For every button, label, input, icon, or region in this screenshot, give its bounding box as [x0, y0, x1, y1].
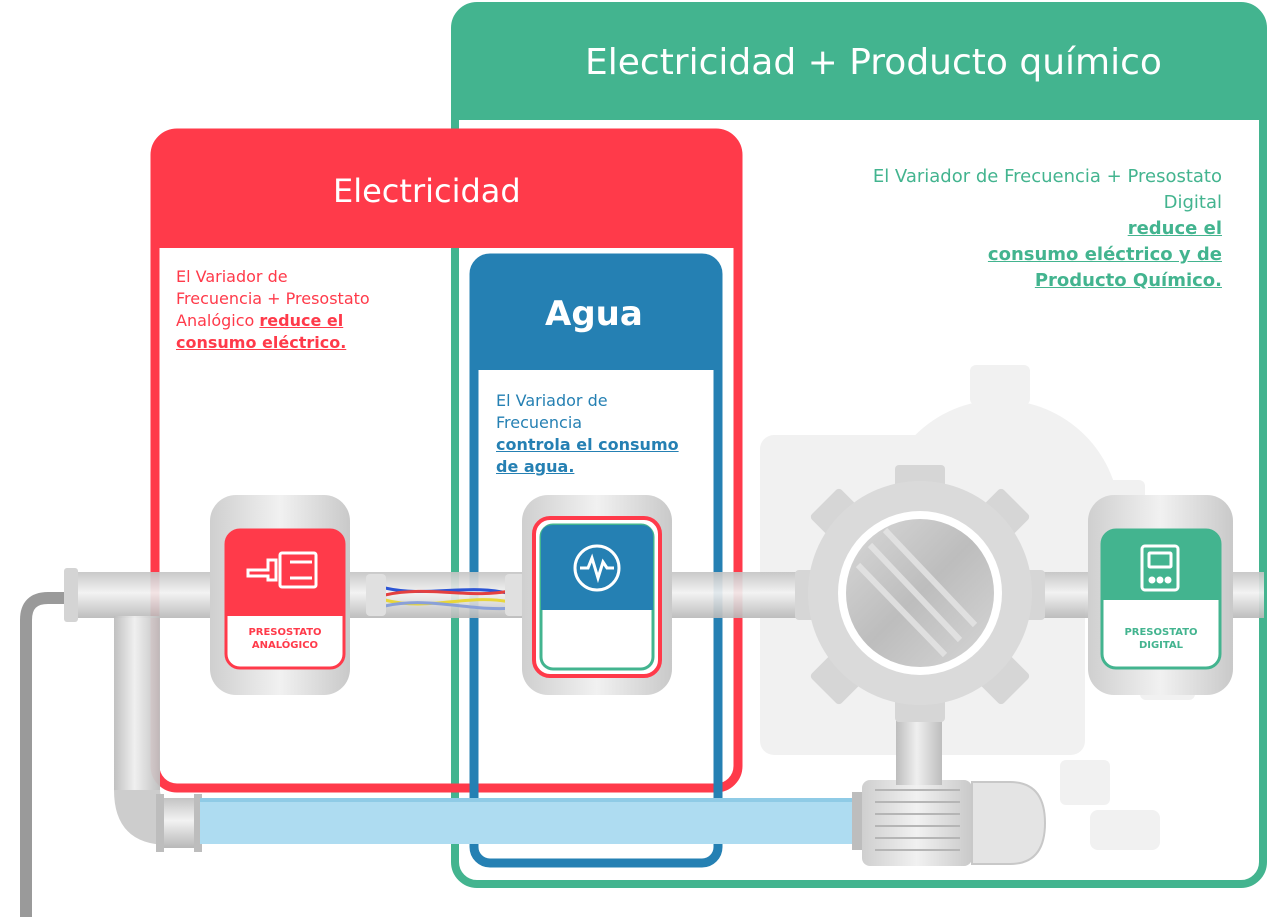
electricity-desc-line-3: Analógico	[176, 311, 255, 330]
electricity-panel-title: Electricidad	[333, 172, 521, 210]
water-description: El Variador de Frecuencia controla el co…	[496, 390, 706, 478]
water-desc-line-2: Frecuencia	[496, 413, 583, 432]
electricity-desc-bold-1: reduce el	[259, 311, 344, 330]
vfd-label-line-2: FRECUENCIA	[561, 636, 633, 647]
electricity-desc-line-1: El Variador de	[176, 267, 288, 286]
digital-pressure-switch	[1088, 495, 1233, 695]
chemical-description: El Variador de Frecuencia + Presostato D…	[840, 164, 1222, 294]
analog-label-line-1: PRESOSTATO	[248, 627, 322, 638]
analog-label-line-2: ANALÓGICO	[251, 640, 319, 651]
electricity-description: El Variador de Frecuencia + Presostato A…	[176, 266, 436, 354]
drain-pipe	[20, 592, 70, 917]
vfd-label-line-1: VARIADOR	[567, 623, 627, 634]
digital-label-line-2: DIGITAL	[1138, 640, 1184, 651]
chemical-desc-bold-1: reduce el	[1127, 218, 1222, 239]
chemical-desc-bold-2: consumo eléctrico y de	[987, 244, 1222, 265]
electricity-desc-line-2: Frecuencia + Presostato	[176, 289, 370, 308]
water-desc-line-1: El Variador de	[496, 391, 608, 410]
filter-gear-icon	[795, 465, 1045, 722]
chemical-panel	[451, 2, 1267, 888]
return-pipe	[114, 616, 202, 852]
vfd-device	[505, 495, 672, 695]
electricity-desc-bold-2: consumo eléctrico.	[176, 333, 347, 352]
pulse-icon	[573, 544, 621, 592]
water-desc-bold-2: de agua.	[496, 457, 575, 476]
digital-display-icon	[1140, 544, 1180, 592]
chemical-desc-text: El Variador de Frecuencia + Presostato D…	[872, 166, 1222, 213]
chemical-desc-bold-3: Producto Químico.	[1034, 270, 1222, 291]
water-desc-bold-1: controla el consumo	[496, 435, 679, 454]
digital-switch-label: PRESOSTATO DIGITAL	[1102, 626, 1220, 652]
digital-label-line-1: PRESOSTATO	[1124, 627, 1198, 638]
pump-motor	[862, 780, 1047, 866]
analog-switch-label: PRESOSTATO ANALÓGICO	[226, 626, 344, 652]
water-panel	[469, 253, 723, 868]
chemical-panel-title: Electricidad + Producto químico	[585, 42, 1162, 83]
valve-icon	[246, 551, 318, 589]
water-panel-title: Agua	[545, 294, 643, 334]
control-wires	[384, 586, 516, 611]
electricity-panel	[150, 128, 743, 793]
water-pipe	[200, 792, 862, 850]
vfd-label: VARIADOR FRECUENCIA	[541, 622, 653, 648]
